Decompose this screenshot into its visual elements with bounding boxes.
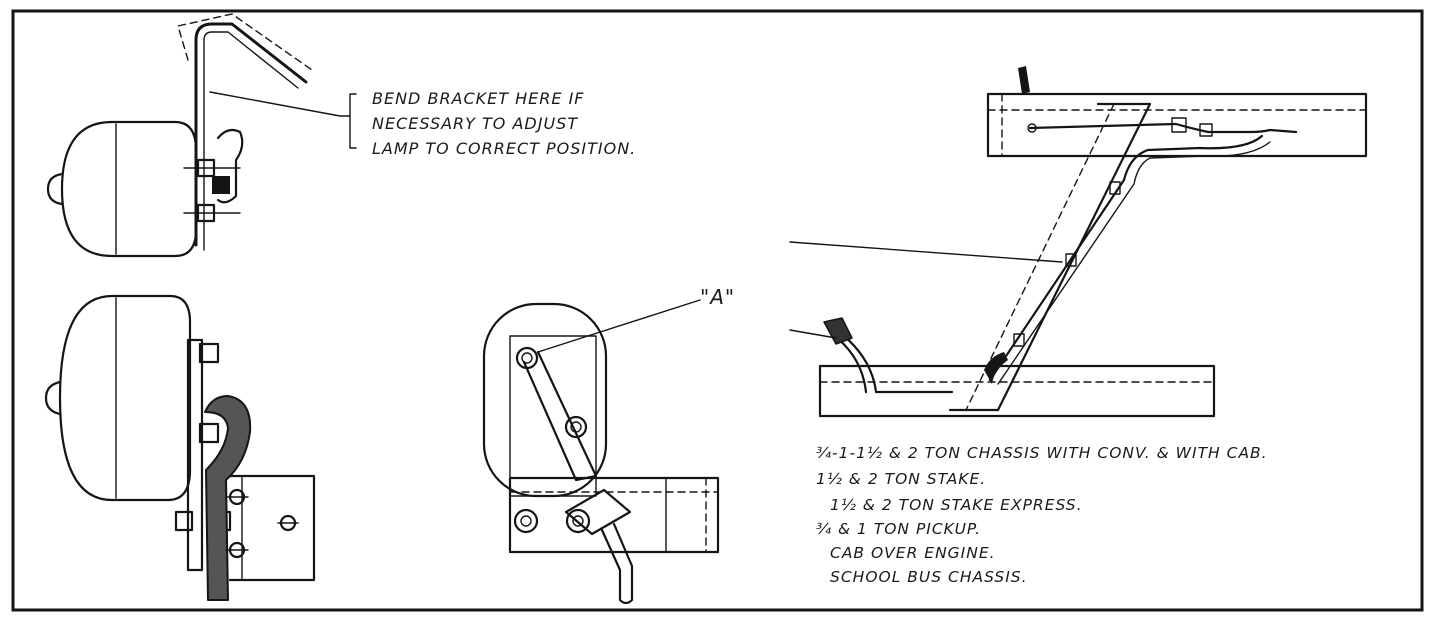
applicability-item: ¾ & 1 TON PICKUP. [816,520,981,538]
applicability-item: 1½ & 2 TON STAKE. [816,470,986,488]
wiring-harness-icon [789,66,1368,418]
bend-note-line-1: BEND BRACKET HERE IF [372,89,585,108]
bend-bracket-note: BEND BRACKET HERE IF NECESSARY TO ADJUST… [372,89,636,158]
applicability-item: CAB OVER ENGINE. [830,544,996,562]
applicability-item: 1½ & 2 TON STAKE EXPRESS. [830,496,1083,514]
bend-note-line-3: LAMP TO CORRECT POSITION. [372,139,636,158]
bend-note-line-2: NECESSARY TO ADJUST [372,114,578,133]
point-a-label: "A" [700,285,735,309]
lamp-rear-view-icon [482,302,720,605]
applicability-list: ¾-1-1½ & 2 TON CHASSIS WITH CONV. & WITH… [816,444,1268,586]
lamp-side-view-icon [46,13,313,258]
applicability-item: SCHOOL BUS CHASSIS. [830,568,1028,586]
lamp-bracket-view-icon [44,294,316,601]
applicability-item: ¾-1-1½ & 2 TON CHASSIS WITH CONV. & WITH… [816,444,1268,462]
drawing-border [11,9,1424,612]
